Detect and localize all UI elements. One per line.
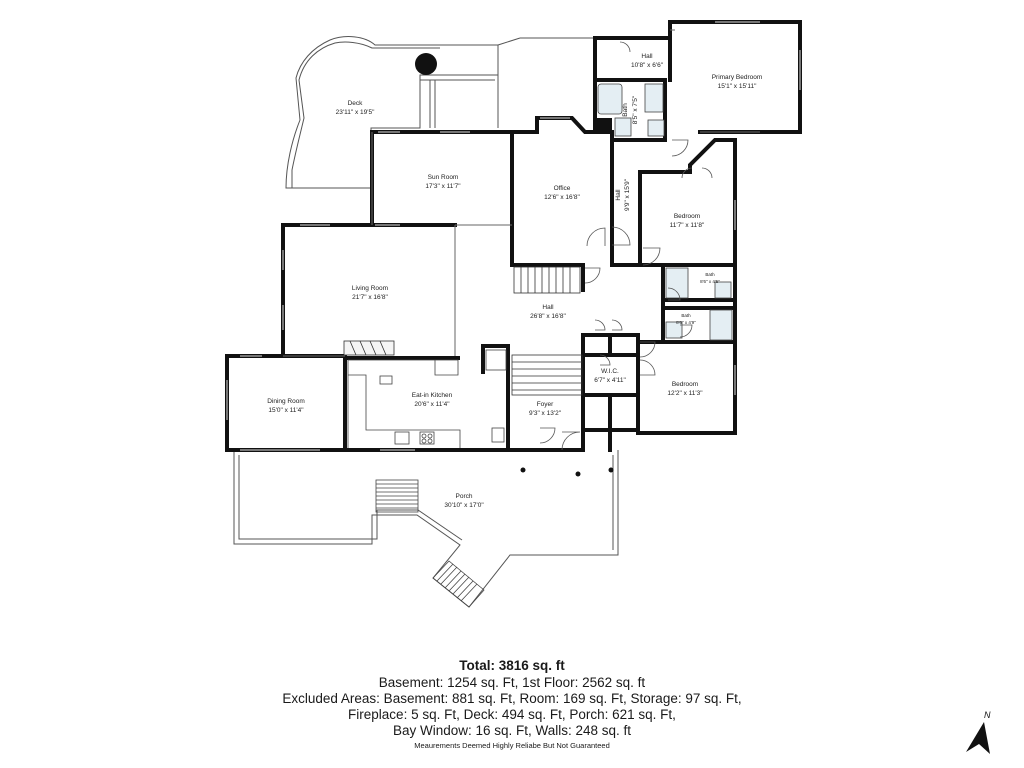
area-breakdown-line: Excluded Areas: Basement: 881 sq. Ft, Ro… xyxy=(282,691,742,706)
room-name: Deck xyxy=(348,100,364,107)
room-dims: 9'3" x 13'2" xyxy=(529,410,562,417)
room-name: Foyer xyxy=(537,401,554,408)
room-name: Primary Bedroom xyxy=(712,74,763,81)
room-dims: 12'6" x 16'8" xyxy=(544,194,580,201)
room-name: Office xyxy=(554,185,571,192)
room-name: W.I.C. xyxy=(601,368,619,375)
room-dims: 15'0" x 11'4" xyxy=(268,407,304,414)
room-dims: 12'2" x 11'3" xyxy=(667,390,703,397)
room-dims: 23'11" x 19'5" xyxy=(336,109,375,116)
floor-plan: Deck 23'11" x 19'5" Hall 10'8" x 6'6" Pr… xyxy=(225,20,802,608)
porch-stairs xyxy=(375,479,485,608)
room-name: Porch xyxy=(456,493,473,500)
deck xyxy=(285,36,595,189)
room-name: Bath xyxy=(681,313,691,318)
room-labels: Deck 23'11" x 19'5" Hall 10'8" x 6'6" Pr… xyxy=(267,53,762,509)
interior-stairs xyxy=(511,266,583,396)
room-dims: 20'6" x 11'4" xyxy=(414,401,450,408)
room-name: Hall xyxy=(542,304,554,311)
area-breakdown-line: Fireplace: 5 sq. Ft, Deck: 494 sq. Ft, P… xyxy=(348,707,676,722)
area-breakdown-line: Bay Window: 16 sq. Ft, Walls: 248 sq. ft xyxy=(392,723,632,738)
room-dims: 10'8" x 6'6" xyxy=(631,62,664,69)
room-name: Dining Room xyxy=(267,398,305,405)
north-arrow-icon: N xyxy=(966,710,991,754)
north-label: N xyxy=(984,710,991,720)
post-icon xyxy=(415,53,437,75)
room-dims: 9'9" x 15'9" xyxy=(624,178,631,211)
room-dims: 11'7" x 11'8" xyxy=(670,222,705,229)
walls xyxy=(225,20,802,452)
area-breakdown-line: Basement: 1254 sq. Ft, 1st Floor: 2562 s… xyxy=(378,675,646,690)
room-name: Bath xyxy=(705,272,715,277)
disclaimer: Meaurements Deemed Highly Reliabe But No… xyxy=(414,741,610,750)
room-dims: 6'7" x 4'11" xyxy=(594,377,626,384)
bath-fixtures xyxy=(597,83,733,341)
room-dims: 26'8" x 16'8" xyxy=(530,313,566,320)
room-dims: 8'5" x 7'5" xyxy=(632,95,639,124)
porch xyxy=(233,450,619,608)
room-name: Bedroom xyxy=(672,381,698,388)
room-dims: 8'6" x 4'5" xyxy=(700,279,720,284)
room-name: Bath xyxy=(622,103,629,117)
room-dims: 15'1" x 15'11" xyxy=(718,83,757,90)
kitchen-counters xyxy=(347,349,507,448)
room-dims: 17'3" x 11'7" xyxy=(425,183,461,190)
fireplace-icon xyxy=(343,340,395,356)
doors xyxy=(539,41,713,451)
room-name: Hall xyxy=(641,53,653,60)
room-name: Bedroom xyxy=(674,213,700,220)
room-name: Living Room xyxy=(352,285,388,292)
room-name: Sun Room xyxy=(428,174,459,181)
room-dims: 30'10" x 17'0" xyxy=(444,502,484,509)
room-dims: 8'6" x 4'9" xyxy=(676,320,696,325)
room-name: Hall xyxy=(615,189,622,201)
room-name: Eat-in Kitchen xyxy=(412,392,453,399)
room-dims: 21'7" x 16'8" xyxy=(352,294,388,301)
total-area: Total: 3816 sq. ft xyxy=(459,658,565,673)
